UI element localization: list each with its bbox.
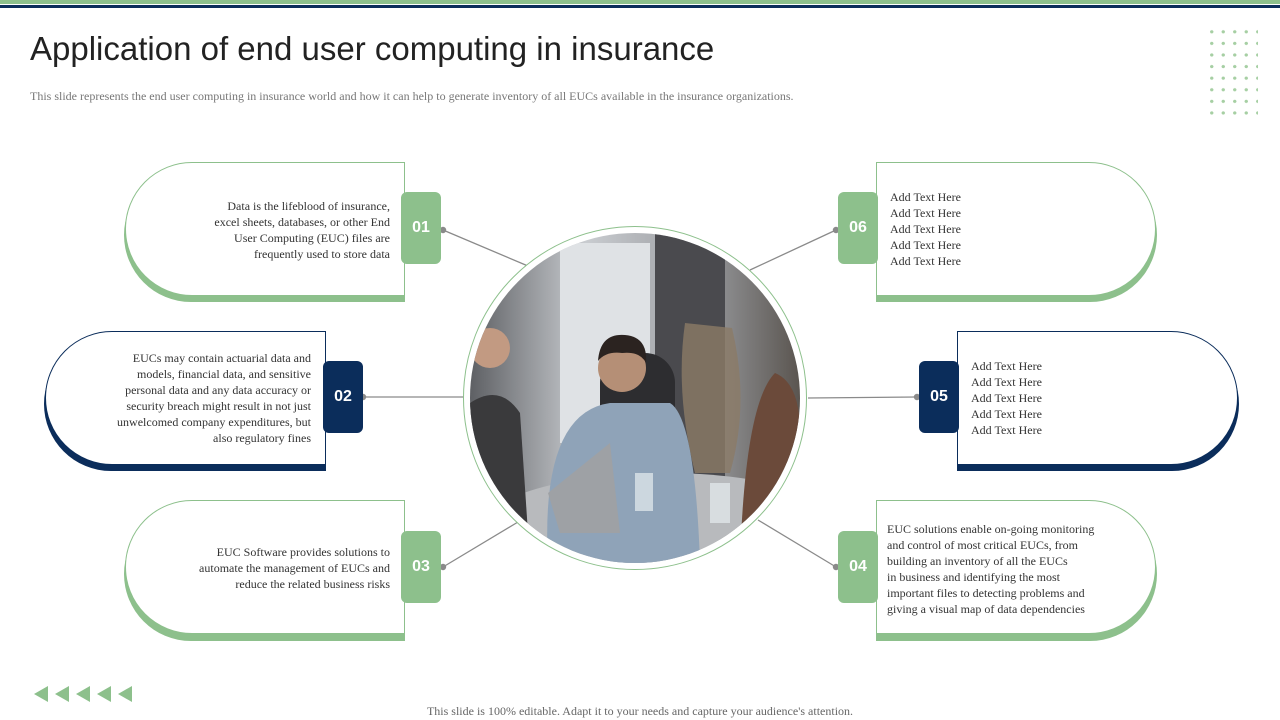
item-card-05 <box>957 331 1238 465</box>
page-title: Application of end user computing in ins… <box>30 30 715 67</box>
decorative-dot-grid <box>1206 26 1258 122</box>
item-number-01: 01 <box>401 192 441 264</box>
item-text-04: EUC solutions enable on-going monitoring… <box>887 522 1095 616</box>
item-card-03 <box>125 500 405 634</box>
item-number-06: 06 <box>838 192 878 264</box>
item-card-04 <box>876 500 1156 634</box>
item-number-04: 04 <box>838 531 878 603</box>
item-number-05: 05 <box>919 361 959 433</box>
top-accent-bar-green <box>0 0 1280 4</box>
item-card-02 <box>45 331 326 465</box>
page-subtitle: This slide represents the end user compu… <box>30 89 794 103</box>
item-text-01: Data is the lifeblood of insurance,excel… <box>214 199 390 261</box>
item-card-06 <box>876 162 1156 296</box>
back-arrows-icon <box>34 686 132 702</box>
top-accent-bar-navy <box>0 5 1280 8</box>
item-number-03: 03 <box>401 531 441 603</box>
footer-note: This slide is 100% editable. Adapt it to… <box>426 704 854 718</box>
item-card-01 <box>125 162 405 296</box>
item-number-02: 02 <box>323 361 363 433</box>
meeting-photo <box>470 233 800 563</box>
